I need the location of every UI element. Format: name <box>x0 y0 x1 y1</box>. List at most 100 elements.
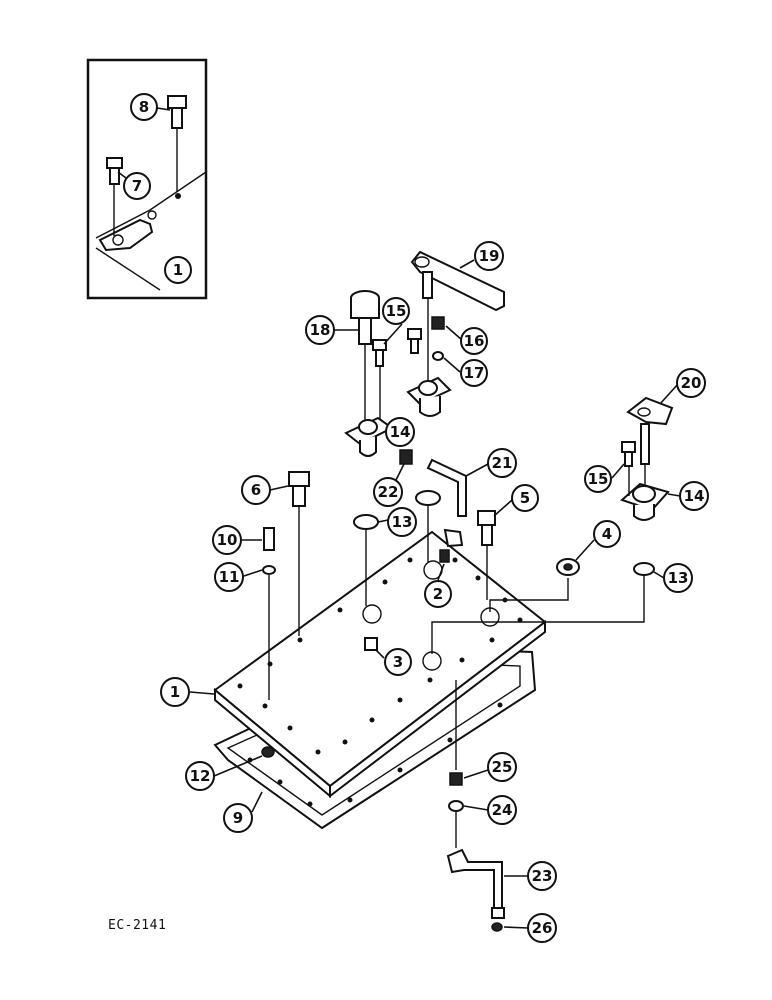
bolt-15-c <box>621 441 636 496</box>
callout-24: 24 <box>487 795 517 825</box>
elbow-22 <box>399 449 413 465</box>
bolt-6-shank <box>292 485 306 507</box>
callout-5-label: 5 <box>520 489 530 507</box>
tube-21-body <box>426 458 467 517</box>
plate-front <box>329 619 546 799</box>
inset-hole-2 <box>147 210 157 220</box>
callout-23-label: 23 <box>532 867 553 885</box>
plug-3-body <box>364 637 378 651</box>
callout-24-label: 24 <box>492 801 513 819</box>
lever-20 <box>626 396 674 486</box>
leader-24 <box>463 805 489 811</box>
leader-17 <box>443 357 461 373</box>
housing-14-left <box>344 416 394 457</box>
callout-25-label: 25 <box>492 758 513 776</box>
leader-lines <box>117 107 681 929</box>
callout-18: 18 <box>305 315 335 345</box>
plate-bolt-hole <box>452 557 458 563</box>
bolt-15-b-head <box>407 328 422 340</box>
callout-10: 10 <box>212 525 242 555</box>
plate-bolt-hole <box>489 637 495 643</box>
callout-26-label: 26 <box>532 919 553 937</box>
callout-9: 9 <box>223 803 253 833</box>
housing-14-right-body <box>633 504 655 521</box>
leader-15a <box>383 323 403 345</box>
callout-6: 6 <box>241 475 271 505</box>
housing-14-middle <box>406 376 452 417</box>
seal-4-inner <box>563 563 573 571</box>
callout-1-inset: 1 <box>164 256 192 284</box>
leader-19 <box>459 259 475 269</box>
leader-16 <box>445 325 463 341</box>
leader-20 <box>659 383 679 405</box>
callout-1-label: 1 <box>170 683 180 701</box>
leader-7 <box>117 171 127 179</box>
callout-20-label: 20 <box>681 374 702 392</box>
bolt-5-shank <box>481 524 493 546</box>
lever-19-arm <box>410 250 505 312</box>
washer-12 <box>261 746 275 758</box>
inset-hole-3 <box>175 193 181 199</box>
callout-9-label: 9 <box>233 809 243 827</box>
gasket-hole <box>277 779 283 785</box>
leader-25 <box>463 769 489 779</box>
tube-23 <box>446 848 505 919</box>
callout-15-a: 15 <box>382 297 410 325</box>
housing-14-middle-bore <box>418 380 438 396</box>
callout-2-label: 2 <box>433 585 443 603</box>
callout-22-label: 22 <box>378 483 399 501</box>
leader-13a <box>377 519 389 523</box>
callout-26: 26 <box>527 913 557 943</box>
inset-bolt-8-head <box>167 95 187 109</box>
inset-detail <box>86 58 208 300</box>
inset-bolt-7-shank <box>109 167 120 185</box>
callout-8-label: 8 <box>139 98 149 116</box>
callout-12: 12 <box>185 761 215 791</box>
washer-24 <box>448 800 464 812</box>
housing-14-left-bore <box>358 419 378 435</box>
leader-1 <box>189 691 215 695</box>
plate-bolt-hole <box>459 657 465 663</box>
inset-plate-edge-lower <box>95 247 161 291</box>
plug-2 <box>439 528 464 563</box>
nut-26 <box>491 922 503 932</box>
leader-26 <box>503 926 529 929</box>
leader-21 <box>465 463 489 477</box>
callout-14-a: 14 <box>385 417 415 447</box>
fitting-10-body <box>263 527 275 551</box>
callout-8: 8 <box>130 93 158 121</box>
callout-21-label: 21 <box>492 454 513 472</box>
gasket-hole <box>397 767 403 773</box>
callout-19-label: 19 <box>479 247 500 265</box>
callout-14-b: 14 <box>679 481 709 511</box>
plate-hole-4 <box>422 651 442 671</box>
plate-bolt-hole <box>337 607 343 613</box>
bolt-6 <box>288 471 310 636</box>
callout-7: 7 <box>123 172 151 200</box>
callout-10-label: 10 <box>217 531 238 549</box>
figure-code: EC-2141 <box>108 918 167 933</box>
ring-13-right-leader <box>431 576 645 654</box>
lever-20-hole <box>637 407 651 417</box>
ring-13-middle <box>415 490 441 506</box>
callout-2: 2 <box>424 580 452 608</box>
bolt-15-a-head <box>372 339 387 351</box>
callout-16: 16 <box>460 327 488 355</box>
bolt-15-a <box>372 339 387 420</box>
plate-bolt-hole <box>297 637 303 643</box>
plate-bolt-hole <box>427 677 433 683</box>
bolt-5-head <box>477 510 496 526</box>
plate-bolt-hole <box>342 739 348 745</box>
tube-21 <box>399 449 467 517</box>
leader-11 <box>243 569 263 577</box>
leader-14b <box>667 493 681 497</box>
ring-13-right <box>431 562 655 654</box>
callout-14-a-label: 14 <box>390 423 411 441</box>
lever-19 <box>410 250 505 380</box>
ring-13-right-body <box>633 562 655 576</box>
housing-14-left-body <box>359 436 377 457</box>
tube-23-end <box>491 907 505 919</box>
bolt-15-b-shank <box>410 338 419 354</box>
plate-bolt-hole <box>369 717 375 723</box>
